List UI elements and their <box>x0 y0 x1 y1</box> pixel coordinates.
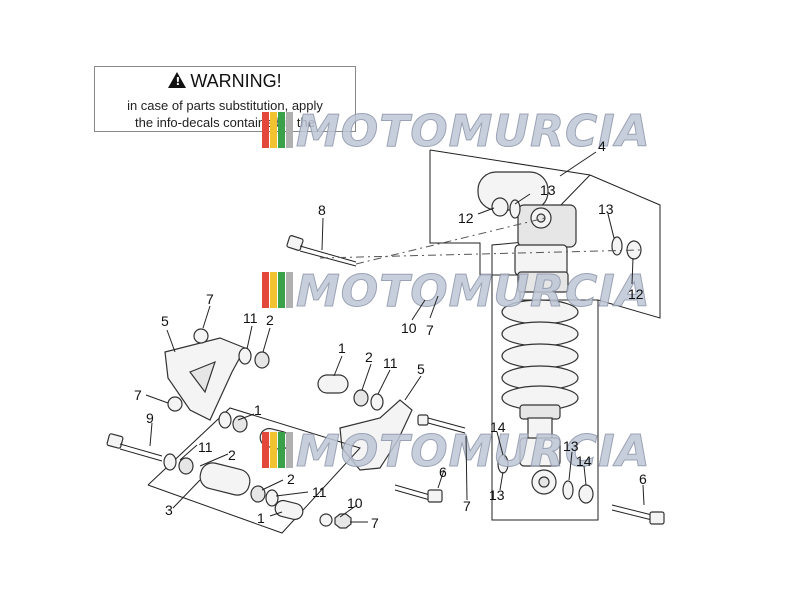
bearing-2-left <box>254 351 270 369</box>
callout-8: 8 <box>318 202 326 218</box>
warning-title-text: WARNING! <box>190 71 282 91</box>
callout-2: 2 <box>287 471 295 487</box>
callout-4: 4 <box>598 138 606 154</box>
bushing-1-upper <box>317 374 349 394</box>
bottom-eye-hole <box>538 476 550 488</box>
seal-11-low <box>163 453 177 471</box>
callout-labels: 4 13 12 13 12 8 10 7 7 5 11 2 1 2 11 5 7… <box>134 138 647 531</box>
seal-11-left <box>238 347 252 365</box>
callout-6: 6 <box>639 471 647 487</box>
watermark-middle: MOTOMURCIA <box>262 266 651 318</box>
callout-13: 13 <box>540 182 556 198</box>
bolt-6-middle-head <box>427 489 443 503</box>
callout-9: 9 <box>146 410 154 426</box>
callout-12: 12 <box>628 286 644 302</box>
callout-1: 1 <box>257 510 265 526</box>
warning-title: !WARNING! <box>95 71 355 92</box>
callout-11: 11 <box>312 484 327 500</box>
bushing-14-lower <box>578 484 594 504</box>
watermark-top: MOTOMURCIA <box>262 106 651 158</box>
callout-7: 7 <box>426 322 434 338</box>
callout-10: 10 <box>401 320 417 336</box>
callout-11: 11 <box>383 355 398 371</box>
bearing-2-mid <box>232 415 248 433</box>
callout-2: 2 <box>228 447 236 463</box>
linkage-3-outline <box>147 407 361 534</box>
callout-13: 13 <box>489 487 505 503</box>
bearing-2-bottom <box>250 485 266 503</box>
warning-line-2: the info-decals contained in the <box>135 115 315 130</box>
spring <box>501 299 579 411</box>
seal-13-upper <box>509 199 521 219</box>
shock-assembly-outline <box>429 150 661 521</box>
top-eye-hole <box>536 213 546 223</box>
seal-11-bottom <box>265 489 279 507</box>
callout-1: 1 <box>338 340 346 356</box>
linkage-plate-right <box>339 399 413 471</box>
callout-7: 7 <box>134 387 142 403</box>
callout-14: 14 <box>490 419 506 435</box>
axis-line-top <box>355 217 546 265</box>
callout-13: 13 <box>563 438 579 454</box>
washer-10-bottom <box>319 513 333 527</box>
callout-5: 5 <box>417 361 425 377</box>
callout-12: 12 <box>458 210 474 226</box>
shock-absorber <box>477 171 579 495</box>
bolt-6-right-head <box>649 511 665 525</box>
callout-5: 5 <box>161 313 169 329</box>
callout-2: 2 <box>266 312 274 328</box>
callout-2: 2 <box>365 349 373 365</box>
callout-1: 1 <box>254 402 262 418</box>
callout-11: 11 <box>243 310 258 326</box>
linkage-arm-3 <box>199 462 251 496</box>
nut-7-left-lower <box>167 396 183 412</box>
bolt-9 <box>106 433 163 462</box>
bolt-6-middle <box>394 484 443 503</box>
bearing-2-low <box>178 457 194 475</box>
bushing-12-upper <box>491 197 509 217</box>
nut-7-left <box>193 328 209 344</box>
warning-triangle-icon: ! <box>168 72 187 88</box>
watermark-text-bottom: MOTOMURCIA <box>296 426 651 477</box>
warning-line-1: in case of parts substitution, apply <box>127 98 323 113</box>
bolt-6-right <box>611 504 665 525</box>
seal-11-mid <box>218 411 232 429</box>
callout-13: 13 <box>598 201 614 217</box>
plate-cutout <box>189 360 216 394</box>
watermark-bottom: MOTOMURCIA <box>262 426 651 478</box>
seal-13-right <box>611 236 623 256</box>
callout-10: 10 <box>347 495 363 511</box>
seal-11-right <box>370 393 384 411</box>
leader-lines <box>145 151 645 523</box>
callout-3: 3 <box>165 502 173 518</box>
bearing-2-right <box>353 389 369 407</box>
callout-11: 11 <box>198 439 213 455</box>
callout-6: 6 <box>439 464 447 480</box>
callout-7: 7 <box>463 498 471 514</box>
lower-collar <box>519 404 561 420</box>
outline-top-edge <box>429 149 591 176</box>
bolt-8 <box>286 235 357 267</box>
callout-7: 7 <box>371 515 379 531</box>
lower-body <box>519 437 561 467</box>
nut-7-bottom <box>334 513 352 529</box>
watermark-text-middle: MOTOMURCIA <box>296 266 651 317</box>
watermark-text-top: MOTOMURCIA <box>296 106 651 157</box>
seal-13-lower-right <box>562 480 574 500</box>
lock-ring <box>517 271 569 293</box>
warning-box: !WARNING! in case of parts substitution,… <box>94 66 356 132</box>
callout-14: 14 <box>576 453 592 469</box>
bolt-7-mid <box>417 414 466 434</box>
callout-7: 7 <box>206 291 214 307</box>
bushing-1-lower <box>274 499 304 521</box>
